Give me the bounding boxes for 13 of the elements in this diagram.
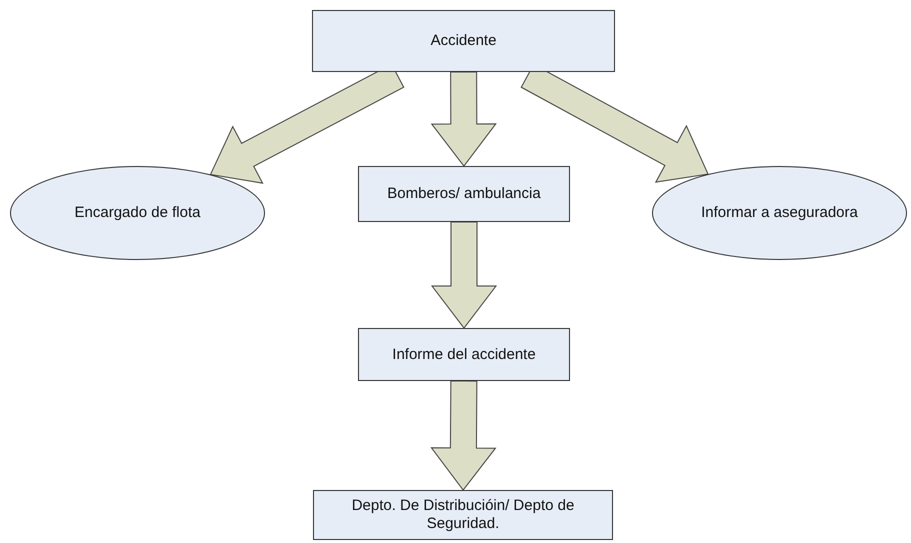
- node-label: Informe del accidente: [391, 346, 537, 364]
- process-box: [312, 10, 615, 72]
- node-label: Informar a aseguradora: [700, 204, 859, 222]
- node-label: Encargado de flota: [74, 204, 202, 222]
- process-box: [358, 328, 570, 381]
- block-arrow: [431, 222, 497, 329]
- block-arrow: [430, 71, 497, 167]
- node-label: Depto. De Distribucióin/ Depto de Seguridad.: [350, 497, 576, 533]
- node-label: Accidente: [430, 32, 498, 50]
- process-box: [358, 166, 570, 222]
- process-box: [313, 490, 613, 540]
- block-arrow: [430, 380, 496, 491]
- node-label: Bomberos/ ambulancia: [386, 185, 542, 203]
